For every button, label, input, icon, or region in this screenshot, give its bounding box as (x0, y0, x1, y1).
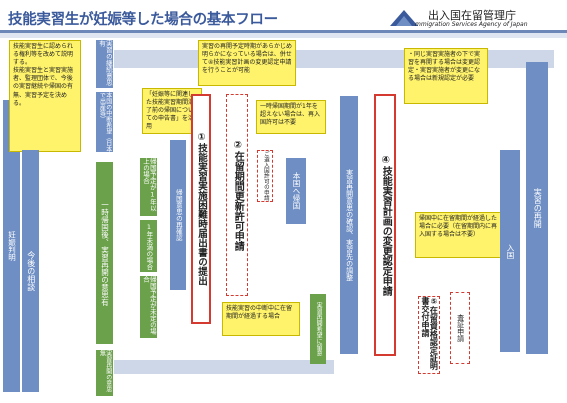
home-return-bar: 本国へ帰国 (286, 158, 306, 224)
isa-logo (390, 8, 418, 26)
note-2: 技能実習生と実習実施者、監理団体で、今後の実習継続や帰国の有無、実習予定を決める… (13, 67, 74, 107)
visa-label: 査証申請 (456, 314, 465, 342)
note-1: 技能実習生に認められる権利等を改めて説明する。 (13, 43, 74, 67)
callout-same-employer: ・同じ実習実施者の下で実習を再開する場合は変更認定・実習実施者が変更になる場合は… (404, 48, 488, 104)
org-name-ja: 出入国在留管理庁 (428, 9, 516, 22)
entry-bar: 入国 (500, 150, 520, 352)
step2-box: ②在留期間更新許可申請 (226, 94, 248, 296)
step5-box: ⑤在留資格認定証明書交付申請 (418, 296, 440, 374)
undecided-label: 帰国予定が未定の場合 (141, 276, 157, 335)
step5-label: ⑤在留資格認定証明書交付申請 (421, 297, 439, 370)
confirm-will-bar: 実習の継続意思有 (96, 40, 113, 88)
step1-box: ①技能実習実施困難時届出書の提出 (191, 94, 211, 324)
step2-label: ②在留期間更新許可申請 (232, 139, 244, 251)
reentry-permit-label: ご選入国許可の申請 (262, 151, 269, 201)
resume-training-bar: 実習の再開 (526, 62, 548, 354)
page-title: 技能実習生が妊娠等した場合の基本フロー (8, 12, 278, 28)
no-resume-bar: 実習再開の意思無 (96, 350, 113, 396)
resume-training-label: 実習の再開 (533, 188, 543, 228)
resume-wish-bar: 実習再開希望に留意 (310, 294, 326, 364)
callout-extension: 技能実習の中断中に在留期間が経過する場合 (222, 302, 300, 336)
return-under-1y-label: 1年未満の場合 (144, 222, 153, 270)
title-underline (0, 30, 567, 33)
step4-box: ④技能実習計画の変更認定申請 (374, 94, 396, 356)
flow-band-bottom (114, 360, 334, 374)
callout-expiry: 帰国中に在留期間が経過した場合に必要（在留期間内に再入国する場合は不要） (415, 212, 501, 258)
home-return-label: 本国へ帰国 (291, 172, 301, 210)
step4-label: ④技能実習計画の変更認定申請 (380, 154, 392, 296)
resume-wish-label: 実習再開希望に留意 (315, 302, 323, 356)
consult-label: 今後の相談 (26, 251, 36, 291)
return-under-1y-bar: 1年未満の場合 (140, 220, 157, 272)
reentry-permit-box: ご選入国許可の申請 (257, 150, 273, 202)
pregnancy-label: 妊娠判明 (7, 231, 17, 261)
temporary-return-bar: 一時帰国後、実習再開の意思有 (96, 162, 113, 344)
in-japan-label: 本国の中断希望（日本で出産等） (98, 92, 112, 152)
flow-band-top (114, 50, 554, 68)
confirm-will-label: 実習の継続意思有 (97, 40, 113, 86)
step1-label: ①技能実習実施困難時届出書の提出 (195, 132, 207, 286)
resume-confirm-bar: 実習再開意思の確認、実習先の調整 (340, 96, 358, 354)
consult-column: 今後の相談 (22, 150, 39, 392)
no-resume-label: 実習再開の意思無 (98, 350, 112, 392)
left-notes-box: 技能実習生に認められる権利等を改めて説明する。 技能実習生と実習実施者、監理団体… (9, 40, 81, 152)
callout-reentry: 一時帰国期間が1年を超えない場合は、再入国許可は不要 (256, 100, 326, 134)
return-doc-label: 帰国意思の再確認 (174, 189, 183, 241)
in-japan-bar: 本国の中断希望（日本で出産等） (96, 92, 113, 152)
org-name-en: mmigration Services Agency of Japan (415, 21, 528, 28)
undecided-bar: 帰国予定が未定の場合 (140, 276, 157, 338)
return-1y-label: 帰国予定が1年以上の場合 (141, 158, 157, 212)
visa-box: 査証申請 (450, 292, 470, 364)
resume-confirm-label: 実習再開意思の確認、実習先の調整 (345, 169, 354, 281)
return-1y-bar: 帰国予定が1年以上の場合 (140, 158, 157, 216)
callout-timing: 実習の再開予定時期があらかじめ明らかになっている場合は、併せて④技能実習計画の変… (198, 40, 296, 86)
entry-label: 入国 (505, 243, 515, 259)
temporary-return-label: 一時帰国後、実習再開の意思有 (100, 200, 110, 306)
pregnancy-column: 妊娠判明 (3, 100, 20, 392)
top-band (0, 33, 567, 38)
return-doc-bar: 帰国意思の再確認 (170, 140, 186, 290)
